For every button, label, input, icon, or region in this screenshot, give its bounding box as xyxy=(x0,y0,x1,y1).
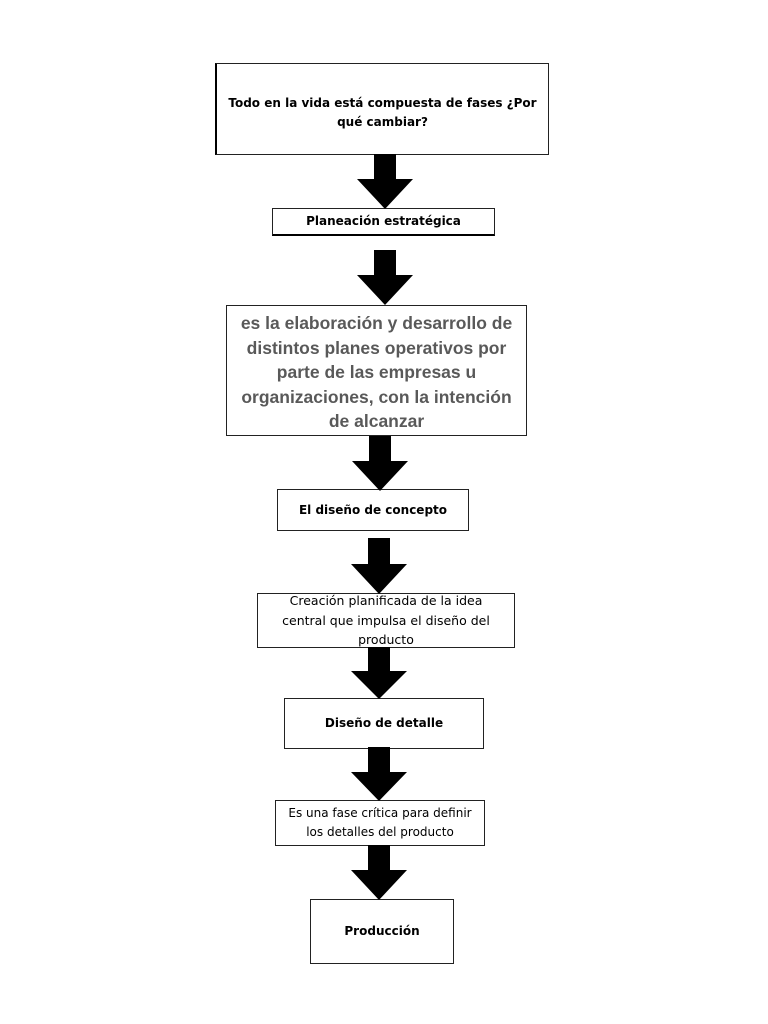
arrow-down-icon xyxy=(349,647,409,699)
step-text-definicion: es la elaboración y desarrollo de distin… xyxy=(240,313,513,431)
step-box-creacion: Creación planificada de la idea central … xyxy=(257,593,515,648)
arrow-down-icon xyxy=(349,747,409,801)
step-text-produccion: Producción xyxy=(344,924,420,939)
arrow-down-icon xyxy=(349,538,409,594)
step-box-fase-critica: Es una fase crítica para definir los det… xyxy=(275,800,485,846)
step-text-creacion: Creación planificada de la idea central … xyxy=(282,593,490,648)
step-box-planeacion: Planeación estratégica xyxy=(272,208,495,236)
step-box-diseno-concepto: El diseño de concepto xyxy=(277,489,469,531)
step-text-diseno-detalle: Diseño de detalle xyxy=(324,716,444,731)
step-text-diseno-concepto: El diseño de concepto xyxy=(298,502,448,517)
step-box-fases: Todo en la vida está compuesta de fases … xyxy=(215,63,549,155)
arrow-down-icon xyxy=(349,845,409,900)
step-box-produccion: Producción xyxy=(310,899,454,964)
arrow-down-icon xyxy=(355,250,415,305)
step-box-definicion: es la elaboración y desarrollo de distin… xyxy=(226,305,527,436)
arrow-down-icon xyxy=(350,436,410,491)
step-text-fases: Todo en la vida está compuesta de fases … xyxy=(228,96,537,129)
step-box-diseno-detalle: Diseño de detalle xyxy=(284,698,484,749)
step-text-fase-critica: Es una fase crítica para definir los det… xyxy=(288,806,472,839)
arrow-down-icon xyxy=(355,154,415,209)
step-text-planeacion: Planeación estratégica xyxy=(306,214,461,229)
